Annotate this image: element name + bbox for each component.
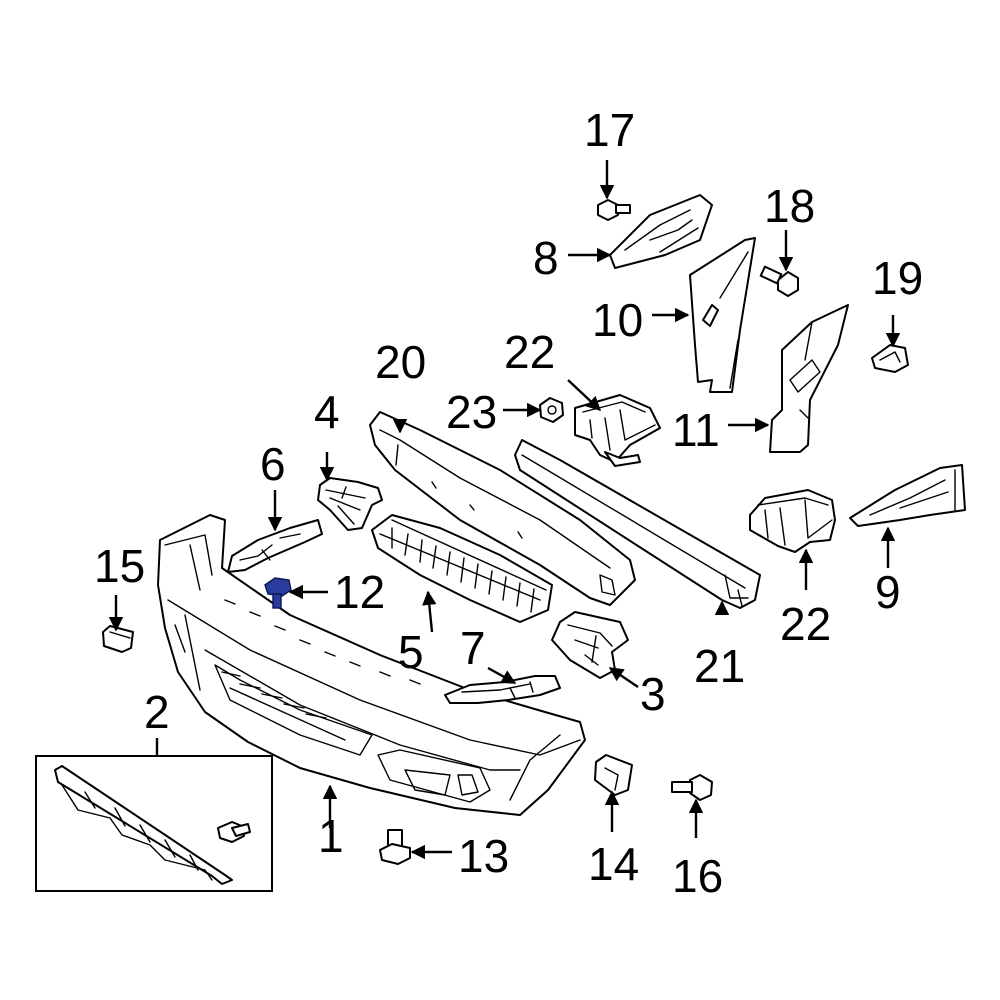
callout-1: 1 <box>318 810 344 862</box>
bolt-16-part[interactable] <box>671 774 713 801</box>
nut-23-part[interactable] <box>539 397 564 423</box>
impact-beam-part[interactable] <box>514 439 761 609</box>
lower-deflector-part[interactable] <box>54 765 233 885</box>
callout-22-lower: 22 <box>780 598 831 650</box>
energy-absorber-part[interactable] <box>371 514 553 623</box>
callout-5: 5 <box>398 626 424 678</box>
callout-9: 9 <box>875 566 901 618</box>
clip-15-part[interactable] <box>102 625 134 653</box>
callout-13: 13 <box>458 830 509 882</box>
support-plate-right-part[interactable] <box>769 304 849 453</box>
upper-bracket-right-part[interactable] <box>849 464 966 527</box>
support-plate-left-part[interactable] <box>689 237 756 393</box>
callout-7: 7 <box>460 622 486 674</box>
callout-8: 8 <box>533 232 559 284</box>
callout-labels: 1 2 3 4 5 6 7 8 9 10 11 12 13 14 15 16 1… <box>94 104 923 902</box>
callout-21: 21 <box>694 640 745 692</box>
side-bracket-left-part[interactable] <box>227 519 323 573</box>
callout-11: 11 <box>672 404 720 456</box>
leader-lines <box>108 160 901 860</box>
inner-bracket-part[interactable] <box>317 477 383 531</box>
bolt-18-part[interactable] <box>759 265 799 297</box>
callout-18: 18 <box>764 180 815 232</box>
nut-17-part[interactable] <box>597 199 631 221</box>
callout-2: 2 <box>144 686 170 738</box>
callout-6: 6 <box>260 438 286 490</box>
callout-15: 15 <box>94 540 145 592</box>
callout-4: 4 <box>314 386 340 438</box>
callout-16: 16 <box>672 850 723 902</box>
callout-10: 10 <box>592 294 643 346</box>
mounting-bracket-lower-part[interactable] <box>749 489 836 553</box>
callout-19: 19 <box>872 252 923 304</box>
bolt-13-part[interactable] <box>379 829 411 865</box>
upper-bracket-left-part[interactable] <box>609 194 713 269</box>
callout-22-upper: 22 <box>504 326 555 378</box>
clip-19-part[interactable] <box>871 344 909 373</box>
bumper-reinforcement-part[interactable] <box>369 411 636 606</box>
callout-3: 3 <box>640 668 666 720</box>
lower-side-bracket-part[interactable] <box>444 675 561 704</box>
clip-14-part[interactable] <box>594 754 633 796</box>
mounting-bracket-upper-part[interactable] <box>574 394 661 467</box>
callout-12: 12 <box>334 566 385 618</box>
callout-23: 23 <box>446 386 497 438</box>
bumper-cover-part[interactable] <box>157 514 586 816</box>
deflector-bolt-part[interactable] <box>217 821 251 843</box>
callout-14: 14 <box>588 838 639 890</box>
side-bracket-right-part[interactable] <box>551 611 629 679</box>
callout-17: 17 <box>584 104 635 156</box>
callout-20: 20 <box>375 336 426 388</box>
bolt-12-part[interactable] <box>264 577 292 609</box>
